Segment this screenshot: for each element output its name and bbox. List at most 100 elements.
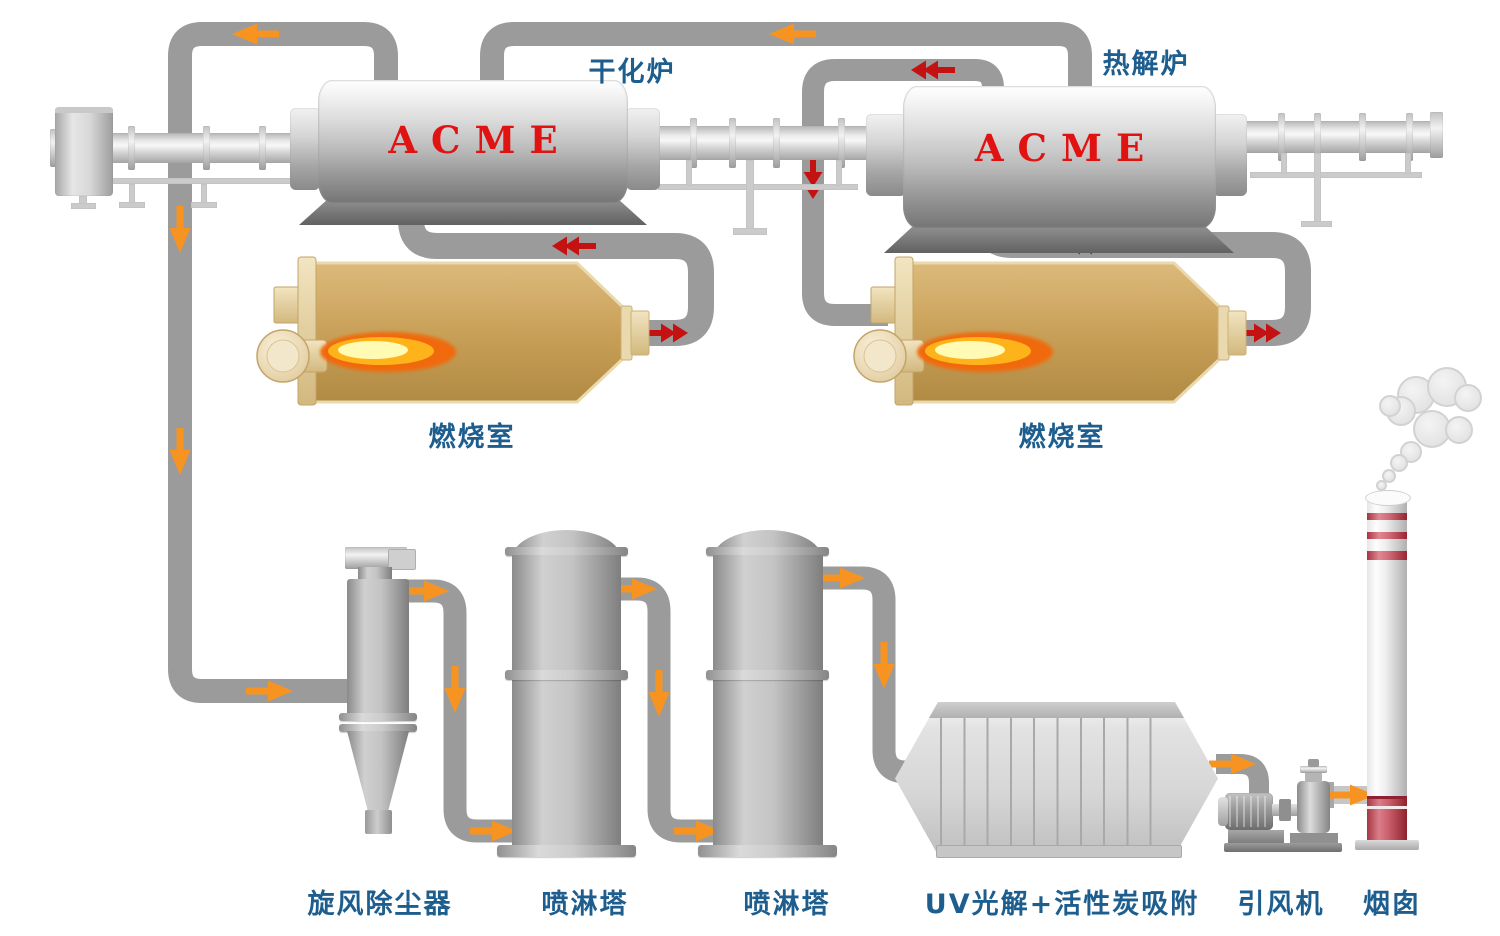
fan-top-cap <box>1308 759 1319 767</box>
tank-leg <box>79 196 87 204</box>
feed-tank <box>55 107 113 196</box>
chamber-outlet-collar <box>620 305 633 361</box>
support-leg <box>686 160 692 186</box>
pipe-drying-exhaust-to-cyclone <box>168 22 398 703</box>
flame <box>320 332 456 372</box>
support-foot <box>1301 221 1332 227</box>
conveyor-flange <box>259 126 266 170</box>
conveyor-support-bar <box>658 184 858 190</box>
label-spray-tower-2: 喷淋塔 <box>743 889 831 920</box>
label-spray-tower-1: 喷淋塔 <box>541 889 629 920</box>
pipe-cyclone-to-tower1 <box>398 579 516 843</box>
conveyor-flange <box>203 126 210 170</box>
chamber-outlet-tip <box>1227 310 1247 356</box>
acme-logo: ACME <box>974 126 1159 170</box>
chimney-red-base <box>1367 796 1407 845</box>
fan-base-plate <box>1224 843 1342 852</box>
chamber-left-flange <box>894 256 914 406</box>
cyclone-flange-ring <box>339 724 417 732</box>
support-leg <box>129 184 135 203</box>
conveyor-flange <box>1314 113 1321 161</box>
burner-cap-inner <box>266 339 300 373</box>
chamber-outlet-tip <box>630 310 650 356</box>
fan-casing-neck <box>1305 772 1322 782</box>
tower-top-ring <box>706 547 829 556</box>
drying-furnace-journal-right <box>626 108 660 190</box>
fan-casing <box>1297 781 1330 833</box>
label-drying-furnace: 干化炉 <box>588 57 676 88</box>
conveyor-flange <box>1359 113 1366 161</box>
label-combustion-chamber-right: 燃烧室 <box>1018 422 1106 453</box>
label-chimney: 烟囱 <box>1363 889 1421 920</box>
chimney-stripe <box>1367 551 1407 560</box>
fan-motor <box>1225 793 1273 830</box>
support-foot <box>733 228 767 235</box>
support-leg <box>201 184 207 203</box>
uv-carbon-unit <box>895 702 1218 855</box>
pipe-chamber1-return-to-drying <box>398 202 714 346</box>
cyclone-body <box>347 579 409 719</box>
cyclone-flange-ring <box>339 713 417 721</box>
uv-base-strip <box>936 845 1182 858</box>
motor-ribs <box>1229 796 1269 827</box>
uv-top-band <box>895 702 1218 718</box>
support-leg <box>1281 153 1287 174</box>
chimney-body <box>1367 497 1407 845</box>
chimney-base-plate <box>1355 840 1419 850</box>
chimney-base-line <box>1367 806 1407 809</box>
tower-mid-ring <box>706 670 829 680</box>
cyclone-dust-outlet <box>365 810 392 834</box>
conveyor-support-bar <box>1250 172 1422 178</box>
cyclone-neck <box>358 567 392 581</box>
combustion-chamber-left <box>256 256 650 406</box>
burner-cap-inner <box>863 339 897 373</box>
support-leg <box>1405 153 1411 174</box>
fan-coupling <box>1279 799 1291 821</box>
conveyor-flange <box>690 118 697 168</box>
pyrolysis-furnace-journal-right <box>1213 114 1247 196</box>
chamber-body <box>898 261 1227 404</box>
conveyor-flange <box>128 126 135 170</box>
drying-furnace-journal-left <box>290 108 320 190</box>
support-leg <box>746 160 754 230</box>
conveyor-flange <box>1406 113 1413 161</box>
drying-furnace-skirt <box>299 200 647 225</box>
label-cyclone: 旋风除尘器 <box>307 889 453 920</box>
tower-body <box>512 555 621 848</box>
fan-top-flange <box>1300 766 1327 773</box>
chamber-body <box>301 261 630 404</box>
flame <box>917 332 1053 372</box>
support-foot <box>119 202 145 208</box>
conveyor-flange <box>838 118 845 168</box>
label-fan: 引风机 <box>1237 889 1325 920</box>
tower-top-ring <box>505 547 628 556</box>
conveyor-middle <box>652 126 874 160</box>
acme-logo: ACME <box>388 118 572 162</box>
label-uv-carbon: UV光解+活性炭吸附 <box>924 889 1200 920</box>
chimney-top-rim <box>1365 490 1411 506</box>
conveyor-end-cap <box>1430 112 1443 158</box>
chimney-stripe <box>1367 532 1407 539</box>
pyrolysis-furnace-journal-left <box>866 114 906 196</box>
tower-mid-ring <box>505 670 628 680</box>
pyrolysis-furnace-drum <box>903 86 1216 228</box>
support-leg <box>1314 153 1321 223</box>
label-pyrolysis-furnace: 热解炉 <box>1102 49 1190 80</box>
chamber-outlet-collar <box>1217 305 1230 361</box>
cyclone-top-block <box>388 549 416 570</box>
tower-base <box>698 845 837 857</box>
drying-furnace-drum <box>318 80 628 203</box>
tower-body <box>713 555 823 848</box>
fan-motor-base <box>1228 830 1284 843</box>
pipe-pyrolysis-to-chamber2 <box>802 59 1004 326</box>
conveyor-flange <box>773 118 780 168</box>
support-leg <box>836 160 842 186</box>
tower-base <box>497 845 636 857</box>
uv-filter-ribs <box>940 718 1173 845</box>
chamber-left-flange <box>297 256 317 406</box>
conveyor-flange <box>729 118 736 168</box>
conveyor-flange <box>1278 113 1285 161</box>
chimney-stripe <box>1367 513 1407 520</box>
combustion-chamber-right <box>853 256 1247 406</box>
